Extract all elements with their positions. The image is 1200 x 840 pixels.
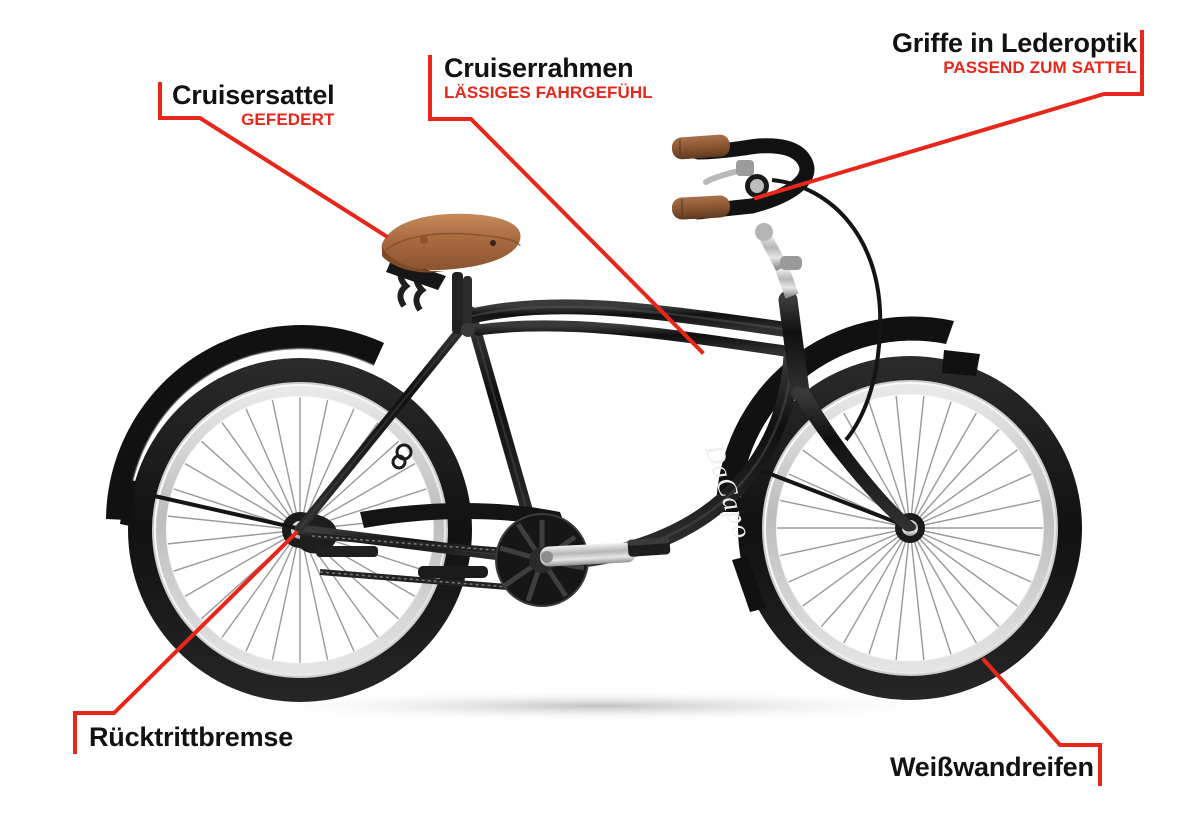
pedal xyxy=(627,537,671,557)
callout-subtitle: LÄSSIGES FAHRGEFÜHL xyxy=(444,83,653,102)
callout-title: Griffe in Lederoptik xyxy=(892,28,1138,58)
callout-cruisersattel: Cruisersattel GEFEDERT xyxy=(172,80,335,129)
callout-griffe-in-lederoptik: Griffe in Lederoptik PASSEND ZUM SATTEL xyxy=(892,28,1137,77)
chain-and-guard xyxy=(311,503,566,591)
ground-shadow xyxy=(230,690,970,722)
crankset xyxy=(495,513,671,607)
seatpost xyxy=(452,272,475,337)
callout-ruecktrittbremse: Rücktrittbremse xyxy=(89,722,293,752)
callout-cruiserrahmen: Cruiserrahmen LÄSSIGES FAHRGEFÜHL xyxy=(444,53,653,102)
rear-fender xyxy=(106,325,384,530)
callout-title: Cruisersattel xyxy=(172,80,335,110)
head-tube xyxy=(778,290,810,402)
callout-subtitle: GEFEDERT xyxy=(241,110,335,129)
frame-badge-icon xyxy=(391,443,413,470)
callout-title: Cruiserrahmen xyxy=(444,53,634,83)
callout-title: Rücktrittbremse xyxy=(89,722,294,752)
crank-arm xyxy=(539,542,636,567)
callout-title: Weißwandreifen xyxy=(890,752,1094,782)
callout-subtitle: PASSEND ZUM SATTEL xyxy=(943,58,1138,77)
saddle xyxy=(381,213,521,312)
callout-weisswandreifen: Weißwandreifen xyxy=(890,752,1094,782)
